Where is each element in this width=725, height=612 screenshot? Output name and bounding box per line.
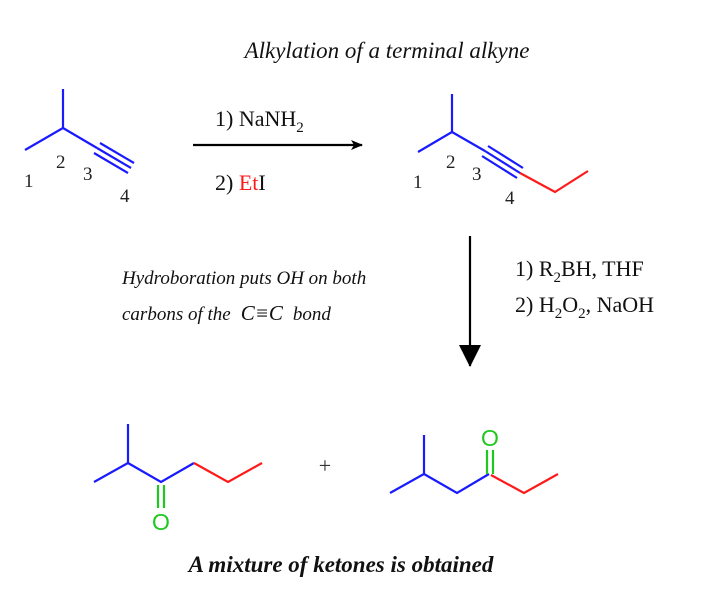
atom-number: 2 [56, 152, 66, 173]
internal-alkyne: 1 2 3 4 [413, 94, 589, 209]
atom-number: 1 [413, 172, 423, 193]
atom-number: 4 [120, 186, 130, 207]
plus-sign: + [319, 453, 331, 478]
atom-number: 1 [24, 171, 34, 192]
atom-number: 3 [472, 164, 482, 185]
ketone-product-2: O [389, 425, 559, 495]
atom-number: 3 [83, 164, 93, 185]
starting-alkyne: 1 2 3 4 [24, 89, 135, 207]
reagent-borane: 1) R2BH, THF [515, 256, 644, 286]
hydroboration-note-line1: Hydroboration puts OH on both [121, 268, 366, 289]
atom-number: 4 [505, 188, 515, 209]
reagent-eti: 2) EtI [215, 170, 266, 195]
oxygen-label: O [481, 425, 499, 451]
scheme-title: Alkylation of a terminal alkyne [243, 38, 530, 63]
ketone-product-1: O [93, 424, 263, 535]
reagent-nanh2: 1) NaNH2 [215, 106, 304, 136]
reagent-peroxide: 2) H2O2, NaOH [515, 292, 654, 322]
atom-number: 2 [446, 152, 456, 173]
conclusion-text: A mixture of ketones is obtained [187, 552, 494, 577]
oxygen-label: O [152, 509, 170, 535]
